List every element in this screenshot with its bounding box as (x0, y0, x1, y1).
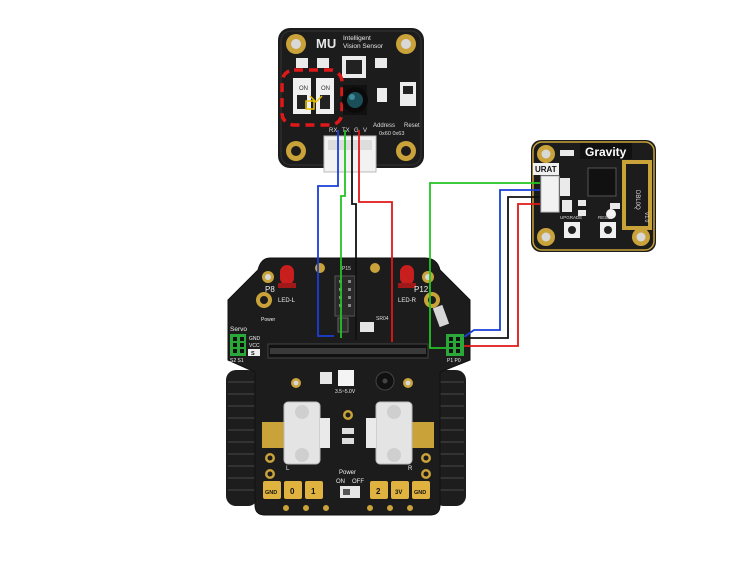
wire-green-gravity (429, 182, 540, 349)
led-left (278, 265, 296, 288)
pad-3v: 3V (391, 481, 409, 499)
wire-red-vision (358, 130, 393, 342)
svg-text:0: 0 (290, 487, 295, 496)
gravity-brand: Gravity (585, 145, 627, 159)
gravity-white-led (606, 209, 616, 219)
led-right (398, 265, 416, 288)
pad-gnd-left: GND (263, 481, 281, 499)
gravity-chip (587, 167, 617, 197)
sr04-header (334, 275, 356, 317)
switch-on-right: ON (321, 86, 330, 92)
vision-logo: MU (316, 36, 336, 51)
vision-sensor-board: MU Intelligent Vision Sensor ON ON Addre… (278, 28, 424, 173)
wheel-right (434, 370, 466, 506)
wire-red-gravity (464, 203, 540, 347)
wire-black-gravity (464, 196, 540, 339)
label-r: R (408, 466, 413, 472)
gravity-module-board: Gravity URAT UPGRADE RESET DBL0Q V1.0 (531, 140, 656, 252)
motor-right (366, 401, 434, 465)
wire-blue-vision (317, 130, 339, 337)
label-upgrade: UPGRADE (560, 215, 582, 220)
pad-gnd-right: GND (412, 481, 430, 499)
pin-label-g: G (354, 128, 359, 134)
pad-2: 2 (370, 481, 388, 499)
vision-title-2: Vision Sensor (343, 43, 384, 50)
label-on: ON (336, 479, 345, 485)
label-volt: 3.5~5.0V (335, 389, 356, 395)
label-s: S (251, 351, 255, 357)
label-off: OFF (352, 479, 364, 485)
wires (317, 130, 540, 349)
gravity-port-label: URAT (535, 165, 557, 174)
gravity-connector (540, 175, 560, 213)
motor-left (262, 401, 330, 465)
label-p15: P15 (342, 266, 351, 272)
power-chip (320, 372, 332, 384)
highlight-dashed-box (280, 68, 344, 127)
gravity-side-1: DBL0Q (634, 190, 640, 210)
wheel-left (226, 370, 258, 506)
label-l: L (286, 466, 290, 472)
wire-black-vision (351, 130, 357, 340)
svg-text:GND: GND (265, 490, 277, 496)
switch-on-left: ON (299, 86, 308, 92)
label-led-r: LED-R (398, 298, 417, 304)
label-power-small: Power (261, 317, 276, 323)
label-p12: P12 (414, 285, 429, 294)
label-led-l: LED-L (278, 298, 296, 304)
label-addr-values: 0x60 0x63 (379, 131, 404, 137)
svg-text:GND: GND (414, 490, 426, 496)
label-s2s1: S2 S1 (230, 358, 244, 364)
label-vcc-servo: VCC (249, 343, 260, 349)
svg-text:2: 2 (376, 487, 381, 496)
p0-p1-header (446, 334, 464, 356)
wire-green-vision (340, 130, 346, 338)
pin-label-rx: RX (329, 128, 337, 134)
label-sr04: SR04 (376, 316, 389, 322)
label-gnd-servo: GND (249, 336, 261, 342)
pin-label-v: V (363, 128, 367, 134)
label-power: Power (339, 470, 356, 476)
pad-0: 0 (284, 481, 302, 499)
label-address: Address (373, 123, 395, 129)
svg-text:3V: 3V (395, 490, 402, 496)
label-servo: Servo (230, 326, 247, 333)
svg-text:1: 1 (311, 487, 316, 496)
label-reset: Reset (404, 123, 420, 129)
label-reset-g: RESET (598, 215, 613, 220)
pad-1: 1 (305, 481, 323, 499)
label-p1p0: P1 P0 (447, 358, 461, 364)
label-p8: P8 (265, 285, 275, 294)
robot-car: P8 P12 LED-L LED-R SR04 P15 Servo GND VC… (226, 257, 471, 516)
wire-blue-gravity (463, 189, 540, 338)
gravity-side-2: V1.0 (643, 212, 649, 223)
vision-title-1: Intelligent (343, 35, 371, 42)
